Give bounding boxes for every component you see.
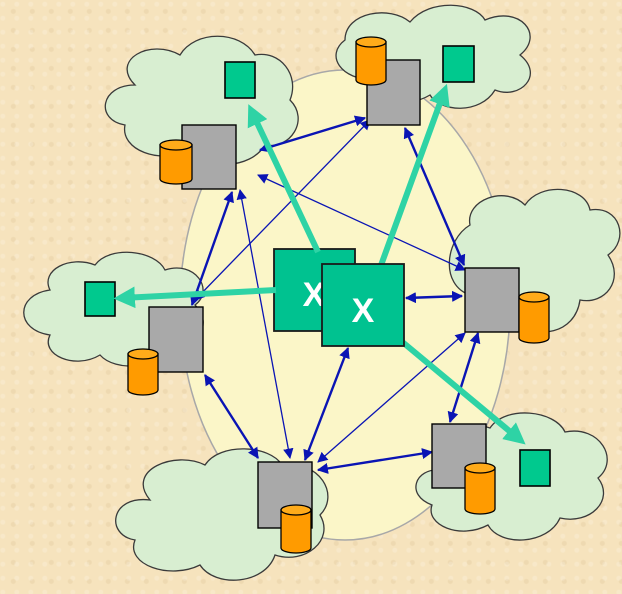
peer-link-top-left-to-bottom-center <box>236 188 294 460</box>
database-icon-right <box>518 291 550 344</box>
database-icon-top-center <box>355 36 387 86</box>
peer-link-top-center-to-right <box>403 126 466 267</box>
database-icon-left <box>127 348 159 396</box>
data-flow-to-top-left-client <box>247 104 321 254</box>
client-device-icon-top-left <box>224 61 256 99</box>
client-device-icon-top-center <box>442 45 475 83</box>
peer-link-top-left-to-left <box>190 190 234 307</box>
peer-link-transform-to-right <box>404 290 464 304</box>
data-flow-to-left-client <box>113 286 277 309</box>
peer-link-right-to-bottom-right <box>447 331 481 424</box>
database-icon-bottom-right <box>464 462 496 515</box>
client-device-icon-left <box>84 281 116 317</box>
peer-link-bottom-center-to-bottom-right <box>316 448 434 474</box>
data-flow-to-bottom-right-client <box>398 337 526 445</box>
transform-label-front: X <box>352 292 375 330</box>
peer-link-left-to-bottom-center <box>203 374 260 459</box>
transform-box-front: X <box>321 263 405 347</box>
peer-link-top-left-to-top-center <box>258 115 367 153</box>
data-flow-to-top-center-client <box>377 83 450 270</box>
peer-link-transform-to-bottom-center <box>303 346 350 462</box>
client-device-icon-bottom-right <box>519 449 551 487</box>
transform-label-back: X <box>303 276 326 314</box>
database-icon-bottom-center <box>280 504 312 554</box>
server-icon-right <box>464 267 520 333</box>
database-icon-top-left <box>159 139 193 185</box>
